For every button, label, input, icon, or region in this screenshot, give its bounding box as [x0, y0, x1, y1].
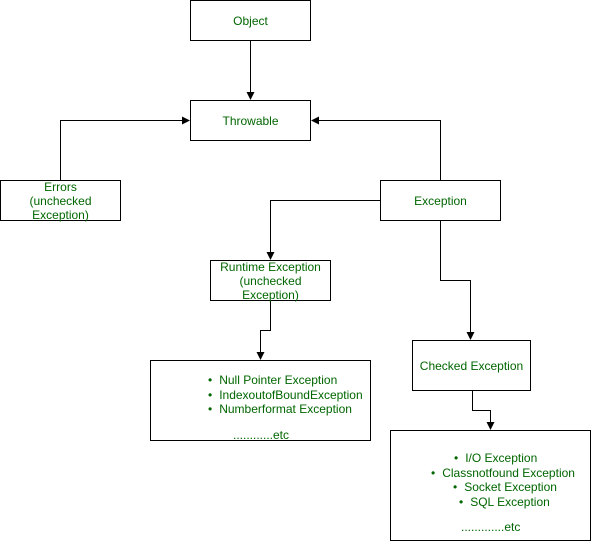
list-item: SQL Exception	[431, 495, 575, 510]
node-runtime-exception: Runtime Exception (unchecked Exception)	[210, 259, 331, 302]
list-item: Numberformat Exception	[208, 402, 363, 417]
list-item: IndexoutofBoundException	[208, 388, 362, 403]
edge-runtime-list	[256, 300, 271, 360]
checked-exception-list-box: I/O Exception Classnotfound Exception So…	[390, 430, 591, 541]
list-item: I/O Exception	[431, 451, 575, 466]
node-checked-label: Checked Exception	[419, 358, 524, 373]
runtime-exception-list: Null Pointer Exception IndexoutofBoundEx…	[208, 373, 363, 417]
edge-exception-throwable	[311, 116, 441, 180]
edge-exception-checked	[440, 220, 475, 340]
edge-errors-throwable	[60, 116, 190, 180]
checked-exception-list: I/O Exception Classnotfound Exception So…	[431, 451, 575, 509]
node-runtime-line-2: (unchecked	[239, 273, 302, 288]
node-object-label: Object	[233, 13, 268, 28]
runtime-exception-list-box: Null Pointer Exception IndexoutofBoundEx…	[150, 360, 371, 442]
node-throwable: Throwable	[190, 100, 311, 141]
node-runtime-line-1: Runtime Exception	[220, 259, 321, 274]
list-item: Socket Exception	[431, 480, 575, 495]
node-errors: Errors (unchecked Exception)	[0, 179, 121, 222]
runtime-list-etc: ............etc	[233, 428, 290, 442]
edge-exception-runtime	[266, 200, 380, 260]
list-item: Classnotfound Exception	[431, 466, 575, 481]
node-object: Object	[190, 0, 311, 41]
node-errors-line-1: Errors	[44, 179, 77, 194]
node-exception: Exception	[380, 180, 501, 221]
checked-list-etc: .............etc	[461, 520, 521, 534]
node-checked-exception: Checked Exception	[412, 340, 531, 391]
node-exception-label: Exception	[414, 193, 467, 208]
node-errors-line-2: (unchecked	[29, 193, 92, 208]
node-runtime-line-3: Exception)	[242, 287, 299, 302]
list-item: Null Pointer Exception	[208, 373, 363, 388]
edge-checked-list	[472, 390, 495, 430]
node-throwable-label: Throwable	[222, 113, 279, 128]
node-errors-line-3: Exception)	[32, 207, 89, 222]
